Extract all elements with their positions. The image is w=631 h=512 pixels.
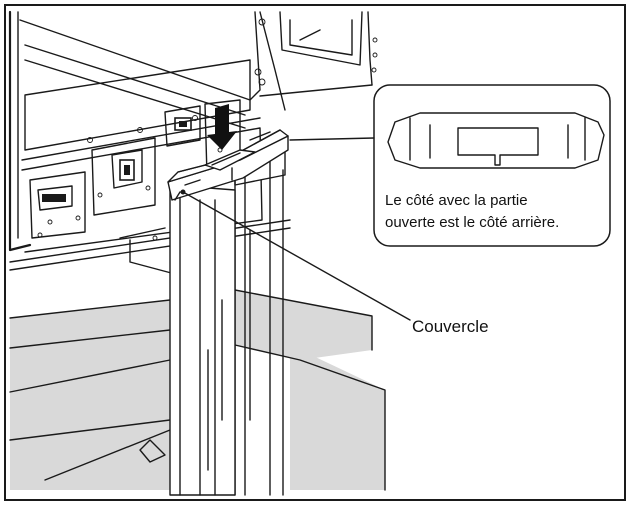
cover-top-view-icon (387, 112, 605, 169)
callout-text-line1: Le côté avec la partie (385, 192, 528, 209)
cover-label: Couvercle (412, 317, 489, 336)
down-arrow-icon (207, 104, 237, 150)
callout-box: Le côté avec la partie ouverte est le cô… (289, 84, 611, 247)
cover-part (167, 129, 289, 201)
stand-base (9, 227, 386, 491)
callout-text-line2: ouverte est le côté arrière. (385, 214, 559, 231)
label-leader (180, 189, 411, 321)
